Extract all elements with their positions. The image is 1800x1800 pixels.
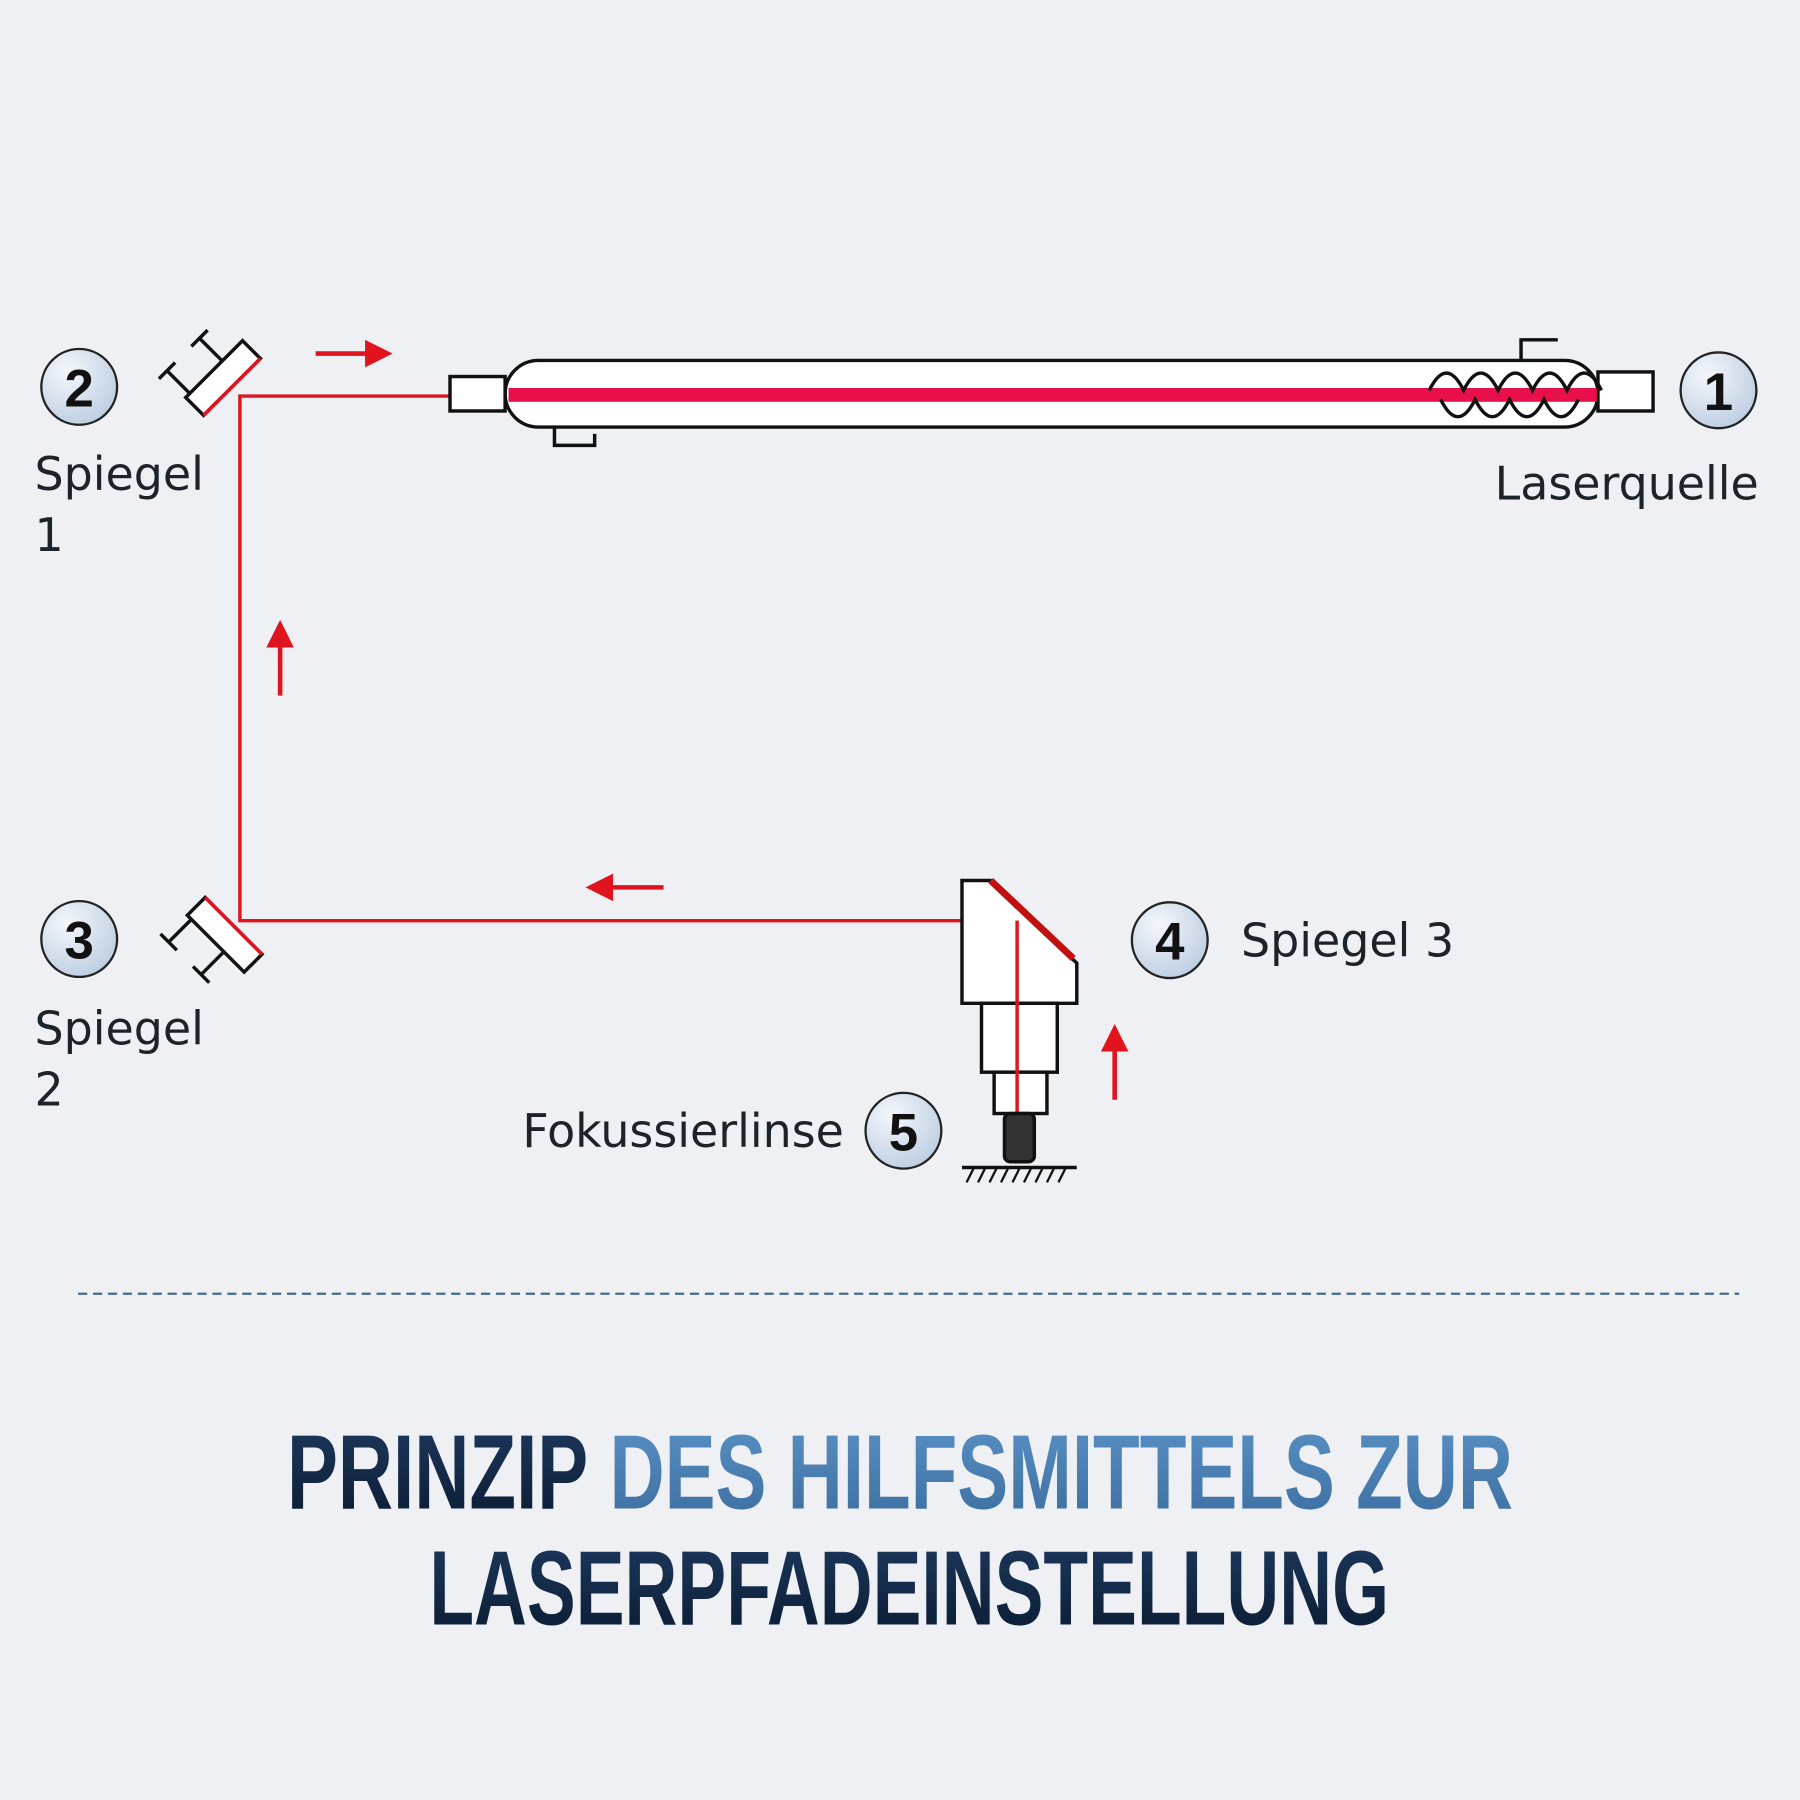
svg-text:2: 2 [65, 359, 94, 418]
label-spiegel-1-num: 1 [34, 508, 63, 562]
badge-1: 1 [1679, 351, 1758, 430]
badge-3: 3 [40, 900, 119, 979]
label-spiegel-3: Spiegel 3 [1241, 913, 1454, 967]
laser-tube [448, 338, 1655, 448]
label-spiegel-2-num: 2 [34, 1062, 63, 1116]
label-laserquelle: Laserquelle [1495, 456, 1759, 510]
badge-5: 5 [864, 1091, 943, 1170]
mirror-1-icon [157, 328, 263, 418]
label-spiegel-1: Spiegel [34, 447, 203, 501]
mirror-2-icon [159, 895, 265, 984]
badge-4: 4 [1130, 901, 1209, 980]
title-part-accent: DES HILFSMITTELS ZUR [609, 1413, 1513, 1531]
laser-head-icon [960, 877, 1079, 1183]
label-fokussierlinse: Fokussierlinse [522, 1104, 844, 1158]
page-title-line1: PRINZIP DES HILFSMITTELS ZUR [287, 1413, 1513, 1531]
title-part-dark: PRINZIP [287, 1413, 588, 1531]
laser-beam-path [238, 394, 1019, 1120]
svg-text:5: 5 [889, 1103, 918, 1162]
label-spiegel-2: Spiegel [34, 1002, 203, 1056]
page-title-line2: LASERPFADEINSTELLUNG [429, 1529, 1389, 1647]
direction-arrows [266, 339, 1129, 1100]
badge-2: 2 [40, 347, 119, 426]
svg-text:4: 4 [1155, 913, 1185, 972]
svg-text:3: 3 [65, 912, 94, 971]
svg-text:1: 1 [1704, 363, 1733, 422]
